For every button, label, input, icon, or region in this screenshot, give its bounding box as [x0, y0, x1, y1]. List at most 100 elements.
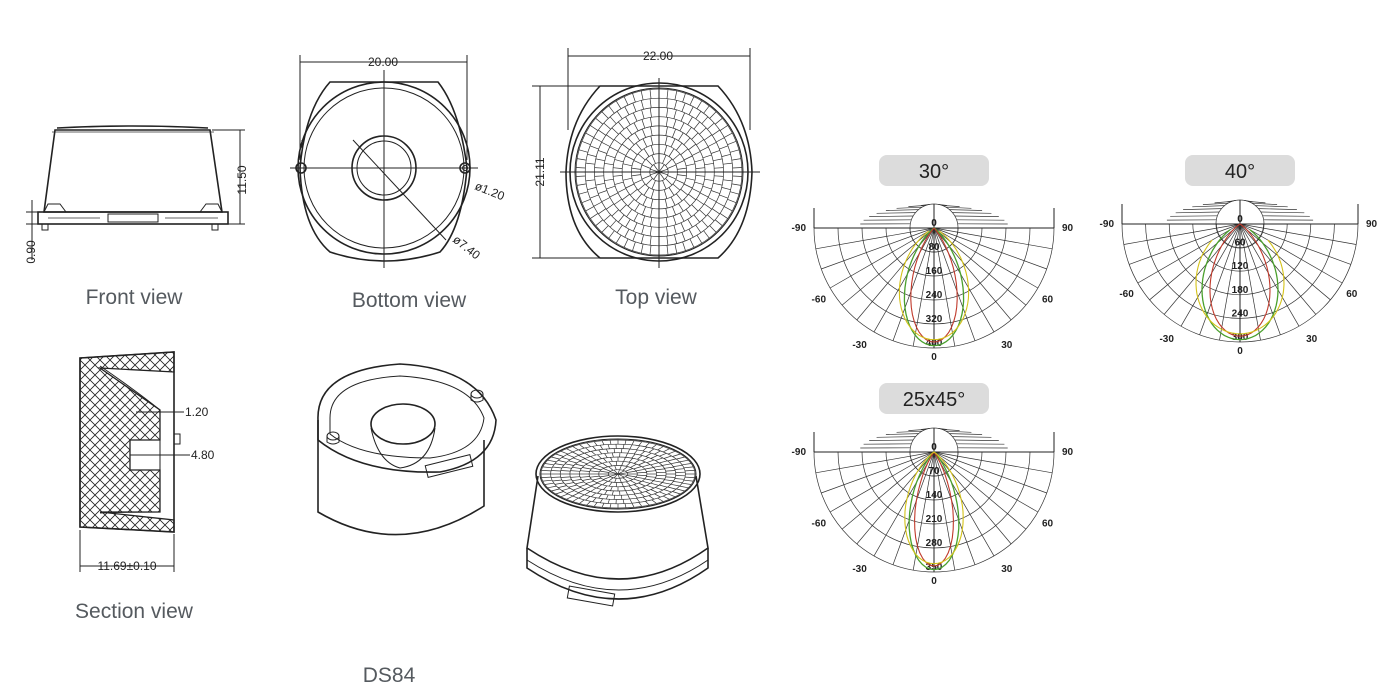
facet-edge: [629, 498, 633, 504]
facet-edge: [632, 232, 637, 242]
polar-radial-label: 120: [1232, 261, 1249, 272]
polar-angle-label: -60: [812, 518, 827, 529]
facet-edge: [632, 112, 638, 122]
polar-top-spoke: [1170, 215, 1218, 217]
facet-edge: [719, 125, 728, 131]
facet-edge: [732, 167, 742, 169]
facet-edge: [589, 475, 600, 478]
facet-edge: [622, 444, 625, 449]
polar-top-spoke: [1262, 215, 1310, 217]
facet-edge: [627, 494, 631, 500]
polar-curve-green: [903, 227, 965, 347]
facet-edge: [683, 466, 694, 469]
facet-edge: [607, 499, 610, 504]
facet-edge: [604, 490, 608, 495]
iso-top-view: [526, 435, 709, 607]
facet-edge: [674, 90, 678, 100]
facet-edge: [641, 206, 647, 216]
facet-edge: [666, 98, 669, 108]
polar-spoke: [1239, 223, 1352, 265]
facet-edge: [724, 206, 733, 212]
facet-edge: [606, 203, 615, 210]
facet-edge: [719, 194, 729, 199]
facet-edge: [695, 224, 702, 233]
facet-edge: [731, 158, 741, 161]
facet-edge: [590, 487, 597, 492]
facet-edge: [651, 180, 656, 190]
polar-spoke: [933, 227, 995, 333]
facet-edge: [589, 194, 599, 199]
section-top-dim: 1.20: [185, 405, 209, 419]
facet-edge: [595, 158, 605, 162]
top-view: 22.00 21.11 Top view: [532, 48, 760, 309]
facet-edge: [622, 177, 633, 181]
facet-edge: [667, 493, 676, 498]
facet-edge: [671, 128, 677, 138]
facet-edge: [582, 478, 592, 481]
facet-edge: [617, 151, 627, 156]
facet-edge: [719, 145, 729, 150]
polar-angle-label: 60: [1346, 289, 1358, 300]
facet-edge: [674, 234, 678, 244]
facet-edge: [613, 139, 622, 146]
facet-edge: [650, 126, 653, 136]
facet-edge: [592, 446, 597, 451]
facet-edge: [604, 453, 608, 458]
section-view-label: Section view: [75, 600, 194, 623]
facet-edge: [684, 476, 695, 478]
facet-edge: [673, 109, 677, 119]
facet-edge: [615, 235, 622, 244]
polar-spoke: [873, 227, 935, 333]
facet-edge: [585, 206, 594, 212]
facet-edge: [542, 466, 553, 469]
facet-edge: [688, 229, 694, 238]
facet-edge: [637, 472, 647, 474]
polar-radial-label: 240: [926, 290, 943, 301]
facet-edge: [640, 100, 644, 110]
polar-top-spoke: [920, 204, 930, 206]
polar-top-spoke: [949, 433, 983, 435]
facet-edge: [640, 90, 644, 100]
facet-edge: [544, 482, 554, 485]
facet-edge: [613, 198, 622, 205]
facet-edge: [641, 128, 647, 138]
facet-edge: [675, 142, 683, 151]
facet-edge: [653, 171, 660, 180]
facet-edge: [679, 459, 689, 463]
front-view: 11.50 0.90 Front view: [24, 125, 249, 309]
facet-edge: [664, 135, 668, 146]
facet-edge: [606, 185, 616, 190]
facet-edge: [643, 187, 650, 196]
facet-edge: [687, 116, 693, 125]
polar-top-spoke: [1192, 205, 1225, 208]
facet-edge: [642, 138, 648, 148]
polar-angle-label: -90: [792, 223, 807, 234]
facet-edge: [626, 126, 633, 135]
facet-edge: [665, 158, 673, 166]
facet-edge: [593, 201, 602, 207]
facet-edge: [665, 126, 668, 136]
polar-radial-label: 280: [926, 538, 943, 549]
facet-edge: [642, 196, 648, 206]
facet-edge: [584, 491, 591, 496]
facet-edge: [704, 162, 714, 166]
polar-angle-label: -90: [1100, 219, 1115, 230]
facet-edge: [572, 446, 579, 451]
facet-edge: [609, 192, 619, 198]
facet-edge: [649, 245, 652, 255]
polar-top-spoke: [885, 433, 919, 435]
facet-edge: [657, 446, 664, 451]
facet-edge: [624, 106, 630, 115]
facet-edge: [673, 481, 683, 484]
facet-edge: [596, 464, 605, 469]
facet-edge: [577, 183, 587, 186]
facet-edge: [683, 183, 693, 189]
facet-edge: [633, 459, 640, 464]
facet-edge: [585, 464, 595, 468]
facet-edge: [691, 132, 699, 140]
facet-edge: [638, 441, 643, 446]
polar-top-spoke: [945, 430, 972, 433]
facet-edge: [667, 450, 676, 455]
polar-top-spoke: [876, 436, 916, 438]
facet-edge: [719, 213, 728, 219]
